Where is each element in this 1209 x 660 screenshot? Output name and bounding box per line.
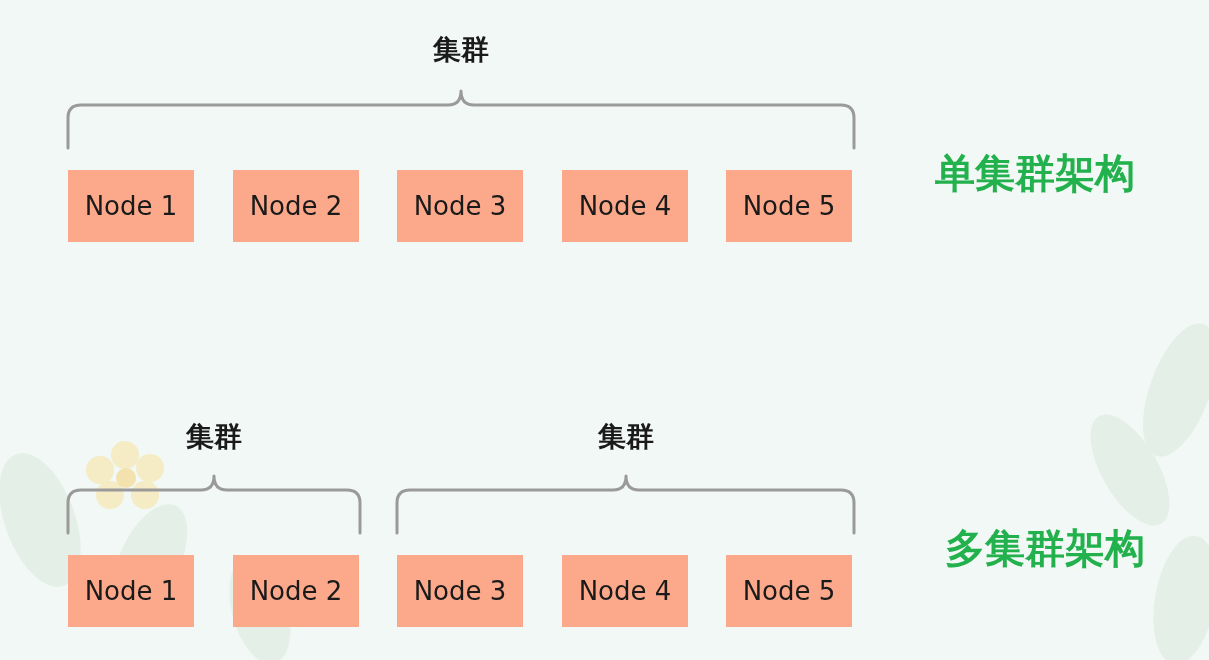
node-box: Node 5 [726,555,852,627]
bracket [397,476,854,533]
node-box: Node 5 [726,170,852,242]
node-box: Node 3 [397,555,523,627]
bracket [68,91,854,148]
node-box: Node 2 [233,170,359,242]
node-label: Node 1 [85,576,178,606]
architecture-label: 多集群架构 [945,521,1145,576]
node-label: Node 4 [579,191,672,221]
bracket [68,476,360,533]
group-label: 集群 [598,418,654,456]
node-label: Node 3 [414,576,507,606]
flower-decoration [86,441,164,509]
group-label: 集群 [186,418,242,456]
group-label: 集群 [433,31,489,69]
node-label: Node 2 [250,191,343,221]
node-box: Node 1 [68,170,194,242]
node-box: Node 2 [233,555,359,627]
leaf-decoration [0,314,1209,660]
node-label: Node 4 [579,576,672,606]
node-box: Node 4 [562,170,688,242]
node-box: Node 4 [562,555,688,627]
node-label: Node 5 [743,576,836,606]
node-label: Node 2 [250,576,343,606]
node-box: Node 3 [397,170,523,242]
architecture-label: 单集群架构 [935,146,1135,201]
node-label: Node 5 [743,191,836,221]
node-label: Node 3 [414,191,507,221]
node-label: Node 1 [85,191,178,221]
node-box: Node 1 [68,555,194,627]
